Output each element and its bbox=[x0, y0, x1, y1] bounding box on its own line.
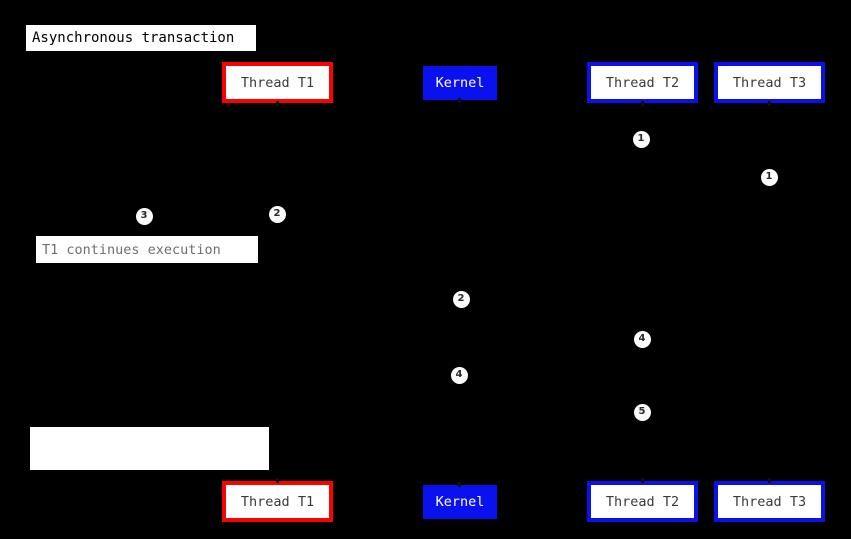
thread-t2-header-box[interactable]: Thread T2 bbox=[587, 62, 698, 103]
kernel-footer-stub-icon bbox=[458, 482, 461, 487]
thread-t2-header-label: Thread T2 bbox=[605, 74, 680, 91]
thread-t1-lifeline bbox=[277, 103, 278, 481]
marker-kernel-4: 4 bbox=[450, 366, 468, 384]
marker-kernel-2: 2 bbox=[452, 290, 470, 308]
thread-t3-header-label: Thread T3 bbox=[732, 74, 807, 91]
thread-t2-footer-stub-icon bbox=[641, 478, 644, 483]
kernel-footer-box[interactable]: Kernel bbox=[423, 485, 497, 519]
thread-t3-footer-stub-icon bbox=[768, 478, 771, 483]
empty-note bbox=[30, 427, 269, 470]
thread-t1-header-stub-icon bbox=[276, 101, 279, 106]
marker-t1-3: 3 bbox=[135, 207, 153, 225]
title-note: Asynchronous transaction bbox=[26, 25, 256, 51]
kernel-header-stub-icon bbox=[458, 98, 461, 103]
thread-t3-header-box[interactable]: Thread T3 bbox=[714, 62, 825, 103]
thread-t3-footer-label: Thread T3 bbox=[732, 493, 807, 510]
kernel-header-label: Kernel bbox=[435, 75, 485, 91]
thread-t2-footer-box[interactable]: Thread T2 bbox=[587, 481, 698, 522]
thread-t2-lifeline bbox=[642, 103, 643, 481]
thread-t3-footer-box[interactable]: Thread T3 bbox=[714, 481, 825, 522]
marker-t3-1: 1 bbox=[760, 168, 778, 186]
thread-t1-footer-stub-icon bbox=[276, 478, 279, 483]
kernel-header-box[interactable]: Kernel bbox=[423, 66, 497, 100]
thread-t2-header-stub-icon bbox=[641, 101, 644, 106]
thread-t3-header-stub-icon bbox=[768, 101, 771, 106]
t1-continues-note: T1 continues execution bbox=[36, 236, 258, 263]
marker-t1-2: 2 bbox=[268, 205, 286, 223]
thread-t3-lifeline bbox=[769, 103, 770, 481]
marker-t2-4: 4 bbox=[633, 330, 651, 348]
marker-t2-5: 5 bbox=[633, 403, 651, 421]
thread-t1-footer-box[interactable]: Thread T1 bbox=[222, 481, 333, 522]
marker-t2-1: 1 bbox=[632, 130, 650, 148]
thread-t1-footer-label: Thread T1 bbox=[240, 493, 315, 510]
kernel-footer-label: Kernel bbox=[435, 494, 485, 510]
thread-t2-footer-label: Thread T2 bbox=[605, 493, 680, 510]
thread-t1-header-box[interactable]: Thread T1 bbox=[222, 62, 333, 103]
thread-t1-header-label: Thread T1 bbox=[240, 74, 315, 91]
